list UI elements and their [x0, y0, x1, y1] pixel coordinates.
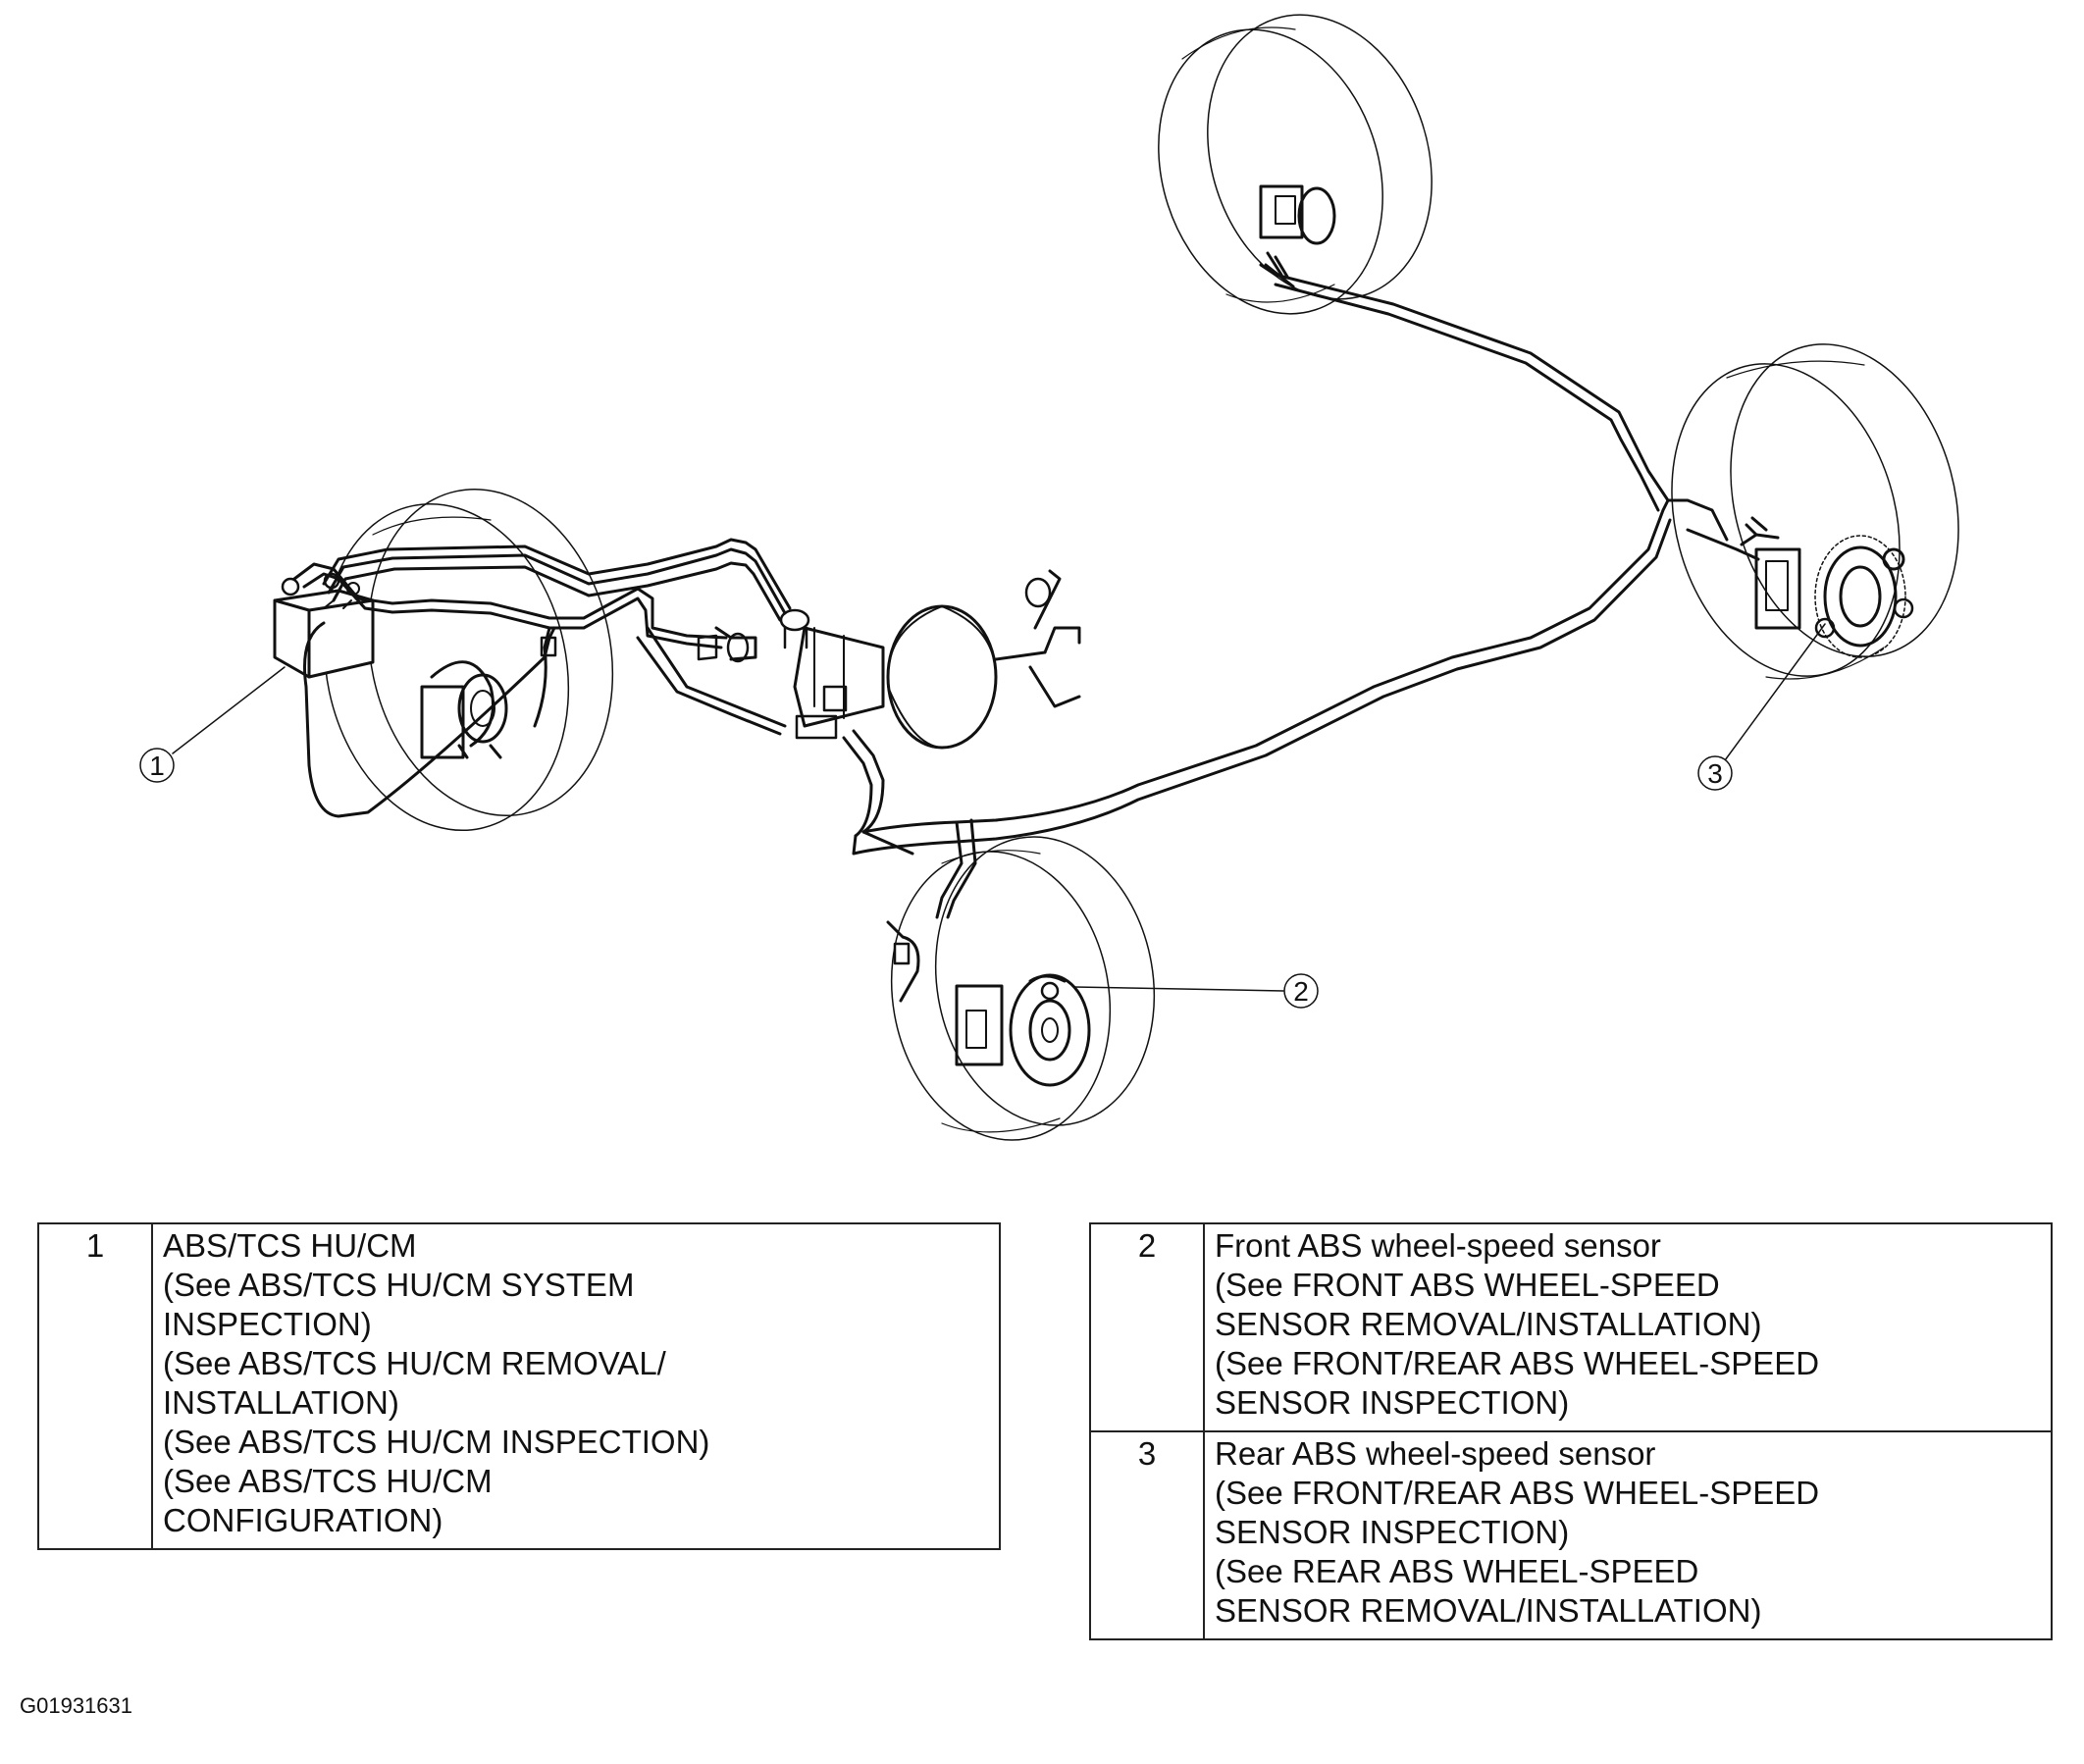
rear-wheel-right	[1671, 343, 1959, 680]
master-cylinder-booster	[697, 569, 1081, 750]
legend-row: 2 Front ABS wheel-speed sensor (See FRON…	[1089, 1222, 2053, 1432]
callout-3-leader	[1724, 623, 1826, 761]
legend-line: (See FRONT/REAR ABS WHEEL-SPEED	[1215, 1345, 1820, 1381]
legend-row: 1 ABS/TCS HU/CM (See ABS/TCS HU/CM SYSTE…	[37, 1222, 1001, 1550]
callout-3: 3	[1697, 755, 1733, 791]
legend-line: SENSOR REMOVAL/INSTALLATION)	[1215, 1306, 1762, 1342]
legend-line: (See REAR ABS WHEEL-SPEED	[1215, 1553, 1699, 1589]
legend-line: SENSOR REMOVAL/INSTALLATION)	[1215, 1592, 1762, 1629]
figure-code: G01931631	[20, 1693, 132, 1718]
legend-description: Front ABS wheel-speed sensor (See FRONT …	[1203, 1222, 2053, 1432]
callout-1-label: 1	[149, 751, 165, 781]
legend-line: (See FRONT ABS WHEEL-SPEED	[1215, 1267, 1720, 1303]
legend-line: INSTALLATION)	[163, 1384, 399, 1421]
callout-3-label: 3	[1707, 758, 1723, 789]
brake-lines	[292, 263, 1780, 919]
callout-leaders	[172, 623, 1826, 992]
legend-table-left: 1 ABS/TCS HU/CM (See ABS/TCS HU/CM SYSTE…	[37, 1222, 1001, 1550]
legend-line: SENSOR INSPECTION)	[1215, 1384, 1570, 1421]
legend-line: Rear ABS wheel-speed sensor	[1215, 1435, 1656, 1472]
legend-line: INSPECTION)	[163, 1306, 372, 1342]
legend-line: SENSOR INSPECTION)	[1215, 1514, 1570, 1550]
legend-line: CONFIGURATION)	[163, 1502, 443, 1538]
legend-line: Front ABS wheel-speed sensor	[1215, 1227, 1661, 1264]
legend-line: (See ABS/TCS HU/CM SYSTEM	[163, 1267, 635, 1303]
front-wheel-right	[886, 836, 1156, 1141]
abs-hucm-unit	[273, 572, 375, 679]
legend-line: ABS/TCS HU/CM	[163, 1227, 417, 1264]
legend-number: 3	[1089, 1430, 1205, 1640]
legend-line: (See ABS/TCS HU/CM REMOVAL/	[163, 1345, 666, 1381]
legend-line: (See ABS/TCS HU/CM	[163, 1463, 493, 1499]
legend-description: ABS/TCS HU/CM (See ABS/TCS HU/CM SYSTEM …	[151, 1222, 1001, 1550]
legend-number: 2	[1089, 1222, 1205, 1432]
callout-1-leader	[172, 666, 286, 754]
callout-2-label: 2	[1293, 976, 1309, 1007]
legend-description: Rear ABS wheel-speed sensor (See FRONT/R…	[1203, 1430, 2053, 1640]
legend-row: 3 Rear ABS wheel-speed sensor (See FRONT…	[1089, 1430, 2053, 1640]
legend-line: (See ABS/TCS HU/CM INSPECTION)	[163, 1424, 710, 1460]
rear-wheel-top	[1158, 14, 1433, 315]
legend-number: 1	[37, 1222, 153, 1550]
callout-2: 2	[1283, 973, 1319, 1009]
callout-1: 1	[139, 748, 175, 783]
legend-table-right: 2 Front ABS wheel-speed sensor (See FRON…	[1089, 1222, 2053, 1640]
legend-line: (See FRONT/REAR ABS WHEEL-SPEED	[1215, 1475, 1820, 1511]
callout-2-leader	[1073, 986, 1284, 992]
